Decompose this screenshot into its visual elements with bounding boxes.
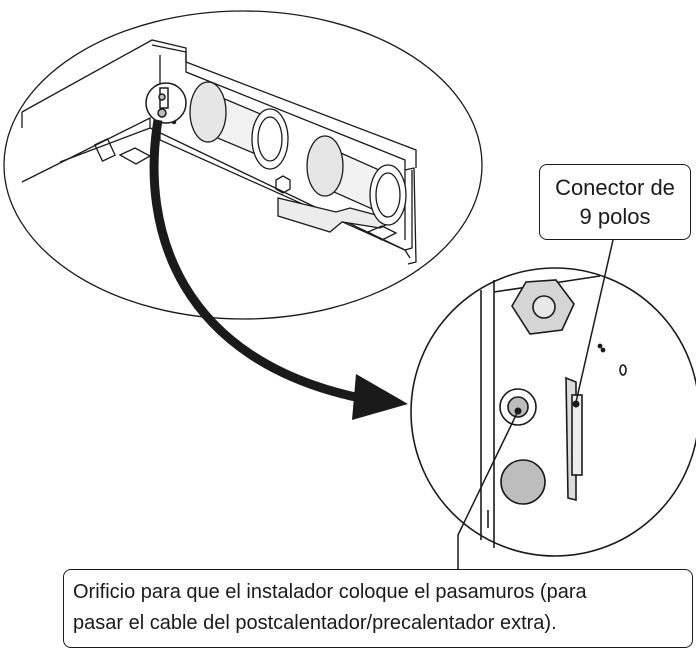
screw-mark — [597, 343, 603, 349]
connector-callout-line2: 9 polos — [579, 204, 651, 229]
small-hole — [619, 364, 627, 376]
zoom-arrow — [149, 119, 361, 403]
screw-mark — [600, 347, 606, 353]
hole-leader-dot — [514, 407, 522, 415]
grommet-lower — [500, 459, 546, 505]
hole-callout-line1: Orificio para que el instalador coloque … — [73, 581, 587, 603]
center-nut — [275, 175, 291, 194]
panel-bottom — [149, 127, 411, 259]
connector-callout: Conector de 9 polos — [539, 164, 691, 240]
hole-callout: Orificio para que el instalador coloque … — [63, 569, 693, 648]
panel-right-flange — [404, 167, 417, 265]
hole-callout-line2: pasar el cable del postcalentador/precal… — [73, 612, 557, 634]
unit-overview — [3, 10, 483, 320]
duct-collar-left — [189, 81, 289, 170]
top-rail — [185, 61, 417, 168]
right-diamond — [366, 225, 398, 241]
connector-leader — [575, 239, 614, 403]
left-diamond — [118, 147, 152, 165]
overview-oval — [3, 10, 483, 320]
detail-marker — [145, 82, 187, 124]
connector-callout-line1: Conector de — [555, 175, 675, 200]
left-bracket — [93, 138, 117, 162]
panel-floor-edge — [59, 127, 151, 163]
detail-view — [410, 267, 696, 557]
hole-leader — [457, 410, 519, 569]
grommet-upper — [507, 396, 529, 418]
hex-nut-center — [532, 295, 556, 319]
connector-leader-dot — [572, 400, 580, 408]
flat-plate — [277, 197, 397, 233]
duct-collar-right — [306, 135, 407, 226]
zoom-arrowhead — [352, 374, 408, 420]
